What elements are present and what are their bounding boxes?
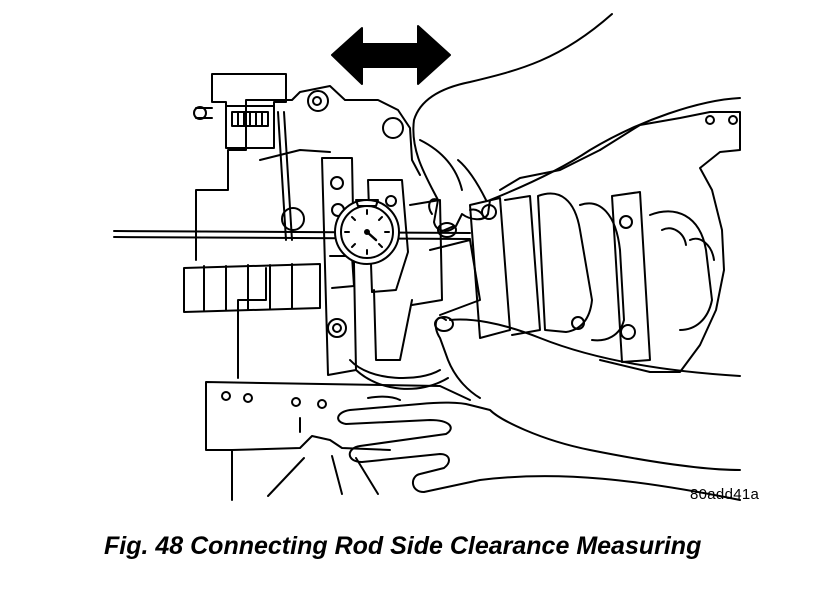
crankshaft-journal: [183, 239, 481, 316]
figure-caption: Fig. 48 Connecting Rod Side Clearance Me…: [104, 532, 702, 560]
oil-pan-rail: [205, 381, 471, 501]
crankshaft-webs: [469, 191, 715, 363]
lower-hand: [337, 316, 741, 501]
figure-reference-code: 80add41a: [690, 486, 760, 503]
dial-indicator-icon: [113, 73, 471, 265]
engine-block: [195, 85, 741, 379]
double-arrow-icon: [331, 25, 451, 85]
upper-hand: [412, 13, 741, 238]
connecting-rod: [321, 157, 449, 390]
